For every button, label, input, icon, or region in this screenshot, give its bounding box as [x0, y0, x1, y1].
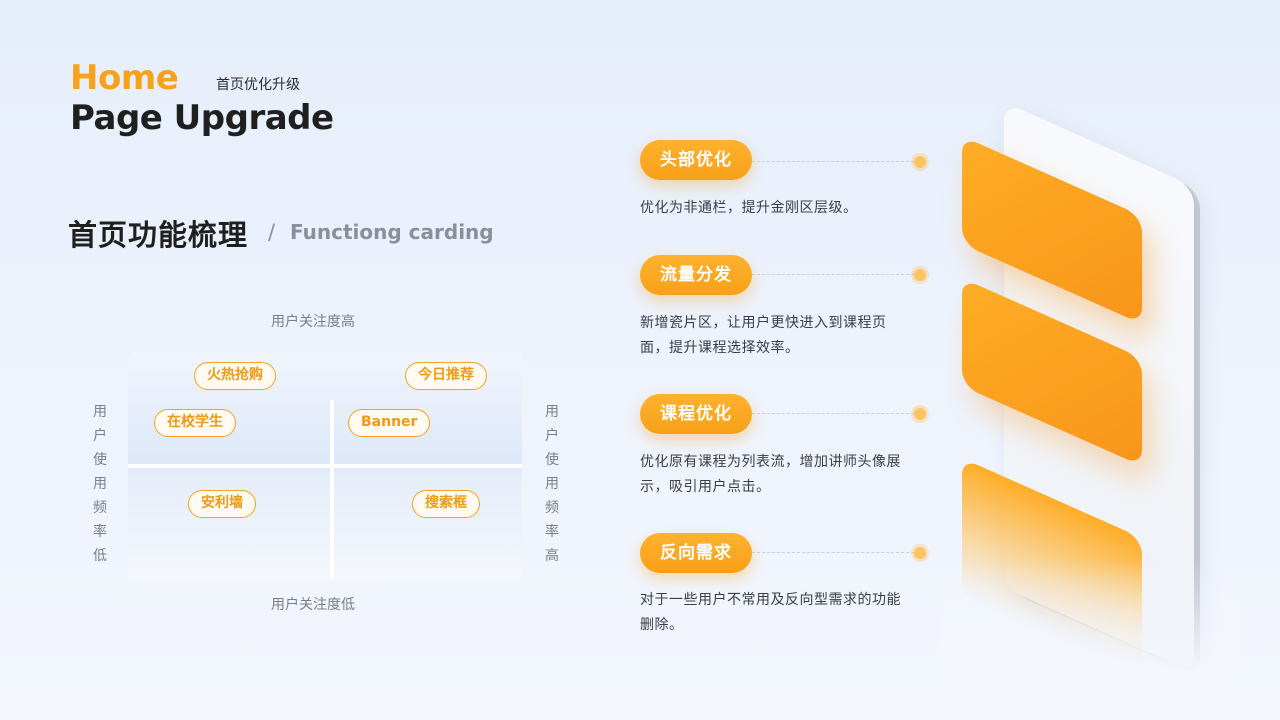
feature-label-reverse: 反向需求: [640, 533, 752, 573]
quadrant-vertical-divider: [330, 400, 334, 580]
tag-hot-deals: 火热抢购: [194, 362, 276, 390]
feature-connector: [752, 413, 914, 414]
section-title-en: Functiong carding: [290, 220, 494, 244]
page-upgrade-title: Page Upgrade: [70, 98, 334, 138]
home-title: Home: [70, 58, 179, 98]
section-slash: /: [268, 220, 276, 244]
home-subtitle-cn: 首页优化升级: [216, 77, 300, 93]
feature-desc-reverse: 对于一些用户不常用及反向型需求的功能删除。: [640, 592, 901, 633]
feature-dot: [914, 269, 926, 281]
feature-dot: [914, 156, 926, 168]
tag-today-recommend: 今日推荐: [405, 362, 487, 390]
axis-label-bottom: 用户关注度低: [271, 597, 355, 613]
feature-desc-header: 优化为非通栏，提升金刚区层级。: [640, 200, 858, 216]
bottom-fade: [940, 560, 1240, 720]
feature-connector: [752, 274, 914, 275]
tag-banner: Banner: [348, 409, 431, 437]
section-title: 首页功能梳理: [68, 218, 249, 252]
feature-connector: [752, 552, 914, 553]
feature-desc-course: 优化原有课程为列表流，增加讲师头像展示，吸引用户点击。: [640, 454, 901, 495]
tag-search-box: 搜索框: [412, 490, 480, 518]
axis-label-right: 用户使用频率高: [545, 404, 559, 564]
feature-desc-traffic: 新增瓷片区，让用户更快进入到课程页面，提升课程选择效率。: [640, 315, 887, 356]
axis-label-top: 用户关注度高: [271, 314, 355, 330]
feature-label-traffic: 流量分发: [640, 255, 752, 295]
feature-connector: [752, 161, 914, 162]
feature-dot: [914, 547, 926, 559]
quadrant-horizontal-divider: [128, 464, 522, 468]
feature-dot: [914, 408, 926, 420]
feature-label-course: 课程优化: [640, 394, 752, 434]
tag-students: 在校学生: [154, 409, 236, 437]
tag-recommend-wall: 安利墙: [188, 490, 256, 518]
feature-label-header: 头部优化: [640, 140, 752, 180]
axis-label-left: 用户使用频率低: [93, 404, 107, 564]
